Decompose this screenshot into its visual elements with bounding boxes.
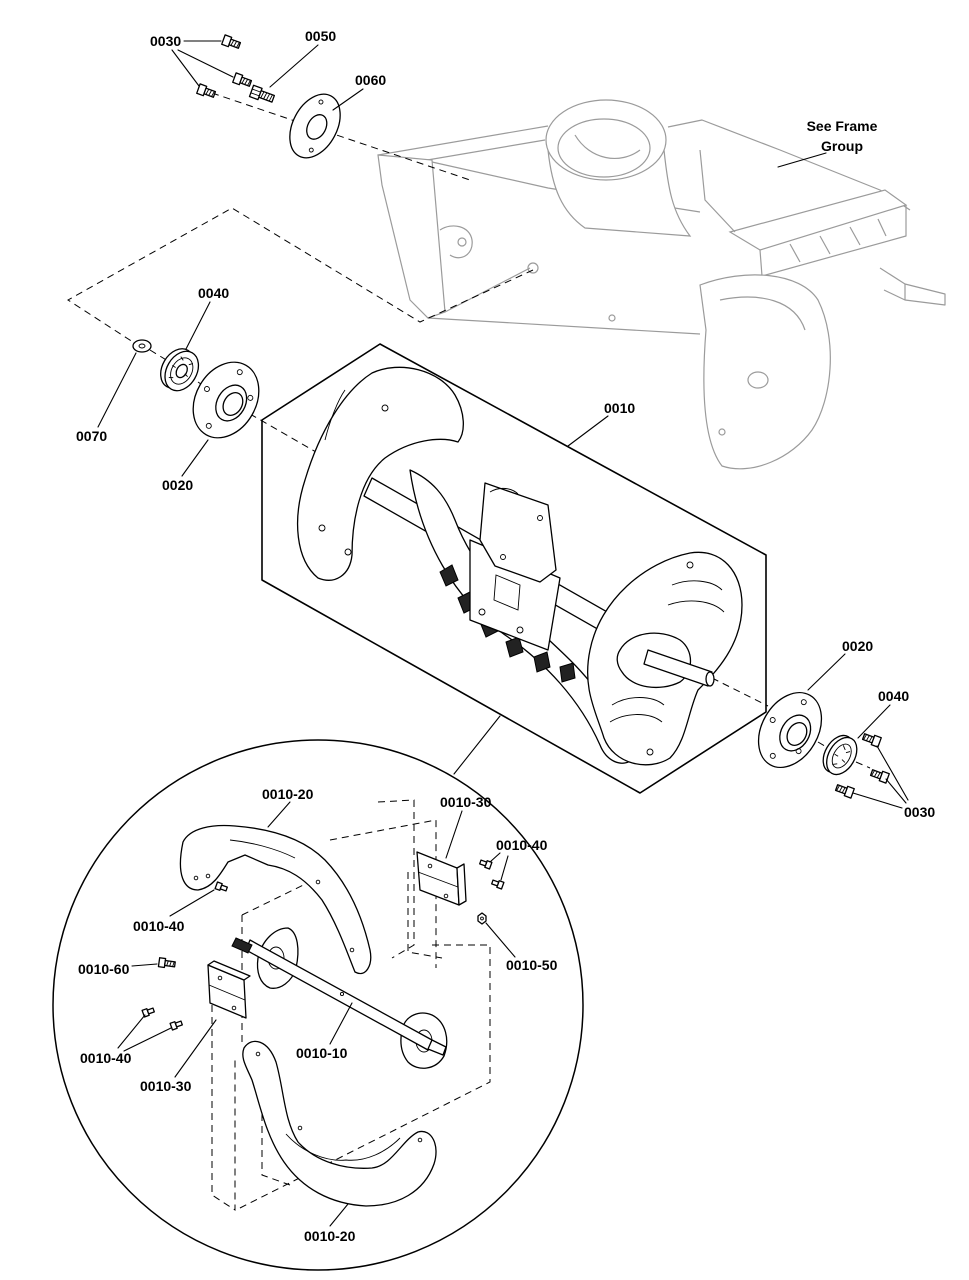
- label-frame-reference-line1: See Frame: [807, 118, 878, 134]
- label-0010: 0010: [604, 400, 635, 416]
- frame-group-housing: [377, 99, 946, 470]
- label-0010-10: 0010-10: [296, 1045, 348, 1061]
- part-0040-bearing-left: [160, 348, 200, 392]
- callout-labels: 0030 0050 0060 See Frame Group 0040 0070…: [76, 28, 935, 1244]
- detail-part-0010-40-bolt-lower-left-a: [141, 1007, 155, 1018]
- label-0040-right: 0040: [878, 688, 909, 704]
- detail-part-0010-10-shaft: [231, 927, 448, 1069]
- detail-part-0010-40-bolt-right-upper: [479, 859, 493, 870]
- detail-part-0010-20-spiral-lower: [242, 1040, 437, 1207]
- part-0010-auger-assembly: [261, 343, 767, 794]
- label-0010-30-right: 0010-30: [440, 794, 492, 810]
- part-0030-bolt-upper-top: [221, 34, 242, 49]
- part-0070-washer: [132, 339, 152, 353]
- label-0010-20-lower: 0010-20: [304, 1228, 356, 1244]
- part-0050-bolt: [248, 84, 276, 103]
- detail-part-0010-30-bracket-right: [416, 851, 467, 906]
- label-0010-20-upper: 0010-20: [262, 786, 314, 802]
- label-frame-reference-line2: Group: [821, 138, 863, 154]
- detail-part-0010-40-bolt-right-lower: [491, 879, 505, 890]
- part-0030-bolt-upper-middle: [232, 72, 253, 87]
- detail-part-0010-40-bolt-upper-left: [214, 881, 228, 892]
- label-0030-upper: 0030: [150, 33, 181, 49]
- part-0030-bolt-upper-left: [196, 83, 217, 98]
- leader-lines: [97, 40, 909, 1227]
- detail-part-0010-40-bolt-lower-left-b: [169, 1020, 183, 1031]
- part-0030-bolt-right-lower: [834, 784, 855, 799]
- label-0010-40-right: 0010-40: [496, 837, 548, 853]
- label-0020-right: 0020: [842, 638, 873, 654]
- label-0010-40-lower-left: 0010-40: [80, 1050, 132, 1066]
- auger-assembly-box-outline: [261, 343, 767, 794]
- detail-view: [52, 739, 584, 1271]
- label-0010-60: 0010-60: [78, 961, 130, 977]
- part-0020-flange-left: [192, 361, 260, 439]
- label-0040-left: 0040: [198, 285, 229, 301]
- part-0020-flange-right: [757, 691, 823, 769]
- label-0020-left: 0020: [162, 477, 193, 493]
- part-0060-plate: [289, 93, 341, 159]
- detail-part-0010-30-bracket-left: [207, 960, 251, 1019]
- label-0070: 0070: [76, 428, 107, 444]
- detail-part-0010-20-spiral-upper: [179, 824, 372, 975]
- label-0010-30-left: 0010-30: [140, 1078, 192, 1094]
- part-0040-bearing-right: [822, 734, 858, 776]
- detail-view-circle: [52, 739, 584, 1271]
- label-0060: 0060: [355, 72, 386, 88]
- part-0030-bolt-right-upper: [861, 733, 882, 748]
- part-0030-bolt-right-middle: [869, 769, 890, 784]
- label-0050: 0050: [305, 28, 336, 44]
- detail-part-0010-60-bolt: [157, 957, 176, 969]
- label-0010-50: 0010-50: [506, 957, 558, 973]
- label-0010-40-upper-left: 0010-40: [133, 918, 185, 934]
- label-0030-right: 0030: [904, 804, 935, 820]
- detail-part-0010-50-nut: [477, 912, 487, 925]
